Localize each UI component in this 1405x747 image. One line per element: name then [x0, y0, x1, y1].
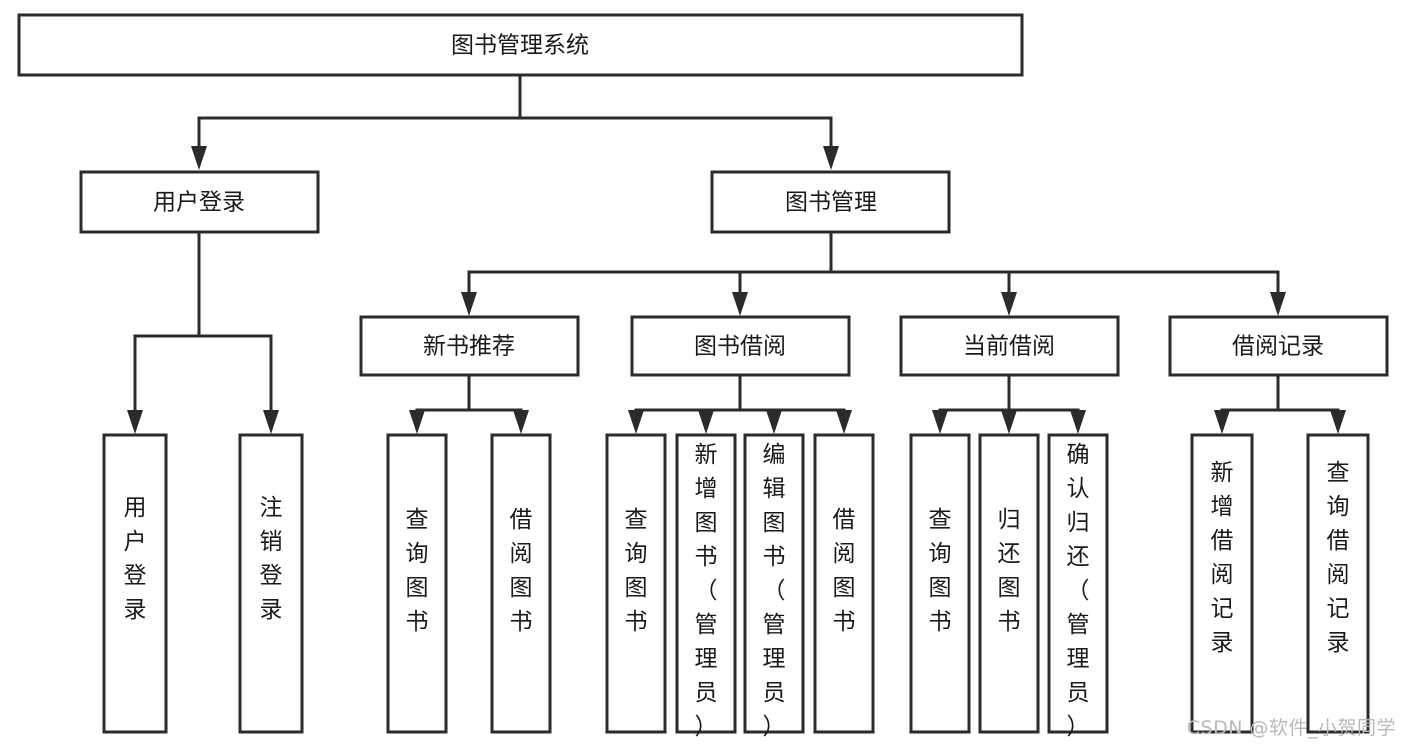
node-leaf-borrow-book-2-box[interactable]	[813, 433, 875, 734]
node-leaf-borrow-book-2-label: 借阅图书	[833, 507, 856, 635]
node-leaf-user-login-box[interactable]	[102, 433, 168, 734]
node-new-book-recommend[interactable]: 新书推荐	[359, 315, 580, 377]
node-current-borrow[interactable]: 当前借阅	[899, 315, 1120, 377]
arrow-head-new-book-recommend	[461, 292, 477, 316]
node-leaf-add-book[interactable]: 新增图书（管理员）	[675, 433, 737, 740]
arrow-head-leaf-edit-book	[766, 410, 782, 434]
arrow-head-user-login	[191, 146, 207, 170]
arrow-head-current-borrow	[1001, 292, 1017, 316]
connector-group-borrow-record	[1214, 374, 1346, 434]
node-user-login-label: 用户登录	[153, 190, 245, 216]
arrow-head-leaf-query-book-3	[932, 410, 948, 434]
node-leaf-add-borrow-record-box[interactable]	[1190, 433, 1254, 734]
node-leaf-query-book-3-box[interactable]	[909, 433, 971, 734]
node-borrow-record[interactable]: 借阅记录	[1168, 315, 1389, 377]
node-leaf-query-book-1-label: 查询图书	[406, 507, 429, 635]
node-leaf-query-book-3-label: 查询图书	[929, 507, 952, 635]
node-leaf-borrow-book-1[interactable]: 借阅图书	[490, 433, 552, 734]
connector-group-book-management	[461, 231, 1286, 316]
node-new-book-recommend-box[interactable]	[359, 315, 580, 377]
node-leaf-add-book-box[interactable]	[675, 433, 737, 734]
node-leaf-edit-book-label: 编辑图书（管理员）	[763, 442, 786, 740]
node-leaf-confirm-return[interactable]: 确认归还（管理员）	[1047, 433, 1109, 740]
connector-group-current-borrow	[932, 374, 1086, 434]
node-book-management-label: 图书管理	[785, 190, 877, 216]
node-leaf-query-borrow-record-label: 查询借阅记录	[1327, 460, 1350, 656]
arrow-head-book-management	[823, 146, 839, 170]
node-borrow-record-label: 借阅记录	[1232, 334, 1324, 360]
arrow-head-leaf-return-book	[1001, 410, 1017, 434]
arrow-head-leaf-query-book-1	[409, 410, 425, 434]
node-borrow-record-box[interactable]	[1168, 315, 1389, 377]
node-book-borrow-label: 图书借阅	[694, 334, 786, 360]
node-leaf-return-book[interactable]: 归还图书	[978, 433, 1040, 734]
arrow-head-leaf-query-book-2	[628, 410, 644, 434]
node-new-book-recommend-label: 新书推荐	[423, 334, 515, 360]
node-leaf-user-login[interactable]: 用户登录	[102, 433, 168, 734]
node-leaf-borrow-book-1-box[interactable]	[490, 433, 552, 734]
node-leaf-query-book-2[interactable]: 查询图书	[605, 433, 667, 734]
node-leaf-query-borrow-record[interactable]: 查询借阅记录	[1306, 433, 1370, 734]
arrow-head-leaf-logout-login	[263, 410, 279, 434]
arrow-head-leaf-confirm-return	[1070, 410, 1086, 434]
connector-group-new-book-recommend	[409, 374, 529, 434]
arrow-head-leaf-borrow-book-2	[836, 410, 852, 434]
arrow-head-leaf-borrow-book-1	[513, 410, 529, 434]
arrow-head-leaf-add-borrow-record	[1214, 410, 1230, 434]
node-leaf-return-book-box[interactable]	[978, 433, 1040, 734]
node-leaf-borrow-book-1-label: 借阅图书	[510, 507, 533, 635]
node-leaf-add-borrow-record-label: 新增借阅记录	[1211, 460, 1234, 656]
node-leaf-logout-login-box[interactable]	[238, 433, 304, 734]
node-leaf-confirm-return-box[interactable]	[1047, 433, 1109, 734]
connector-group-user-login	[127, 231, 279, 434]
node-leaf-edit-book-box[interactable]	[743, 433, 805, 734]
node-root-label: 图书管理系统	[451, 33, 589, 59]
node-leaf-user-login-label: 用户登录	[124, 495, 147, 623]
node-leaf-query-book-1-box[interactable]	[386, 433, 448, 734]
node-leaf-borrow-book-2[interactable]: 借阅图书	[813, 433, 875, 734]
node-leaf-logout-login-label: 注销登录	[260, 495, 283, 623]
arrow-head-book-borrow	[732, 292, 748, 316]
node-leaf-logout-login[interactable]: 注销登录	[238, 433, 304, 734]
node-book-borrow[interactable]: 图书借阅	[630, 315, 851, 377]
node-leaf-query-book-2-label: 查询图书	[625, 507, 648, 635]
node-user-login[interactable]: 用户登录	[79, 170, 320, 234]
node-current-borrow-label: 当前借阅	[963, 334, 1055, 360]
node-current-borrow-box[interactable]	[899, 315, 1120, 377]
node-leaf-return-book-label: 归还图书	[998, 507, 1021, 635]
arrow-head-leaf-user-login	[127, 410, 143, 434]
arrow-head-borrow-record	[1270, 292, 1286, 316]
node-leaf-add-book-label: 新增图书（管理员）	[695, 442, 718, 740]
connector-group-root	[191, 74, 839, 170]
node-root-box[interactable]	[17, 13, 1024, 77]
connector-group-book-borrow	[628, 374, 852, 434]
node-leaf-query-book-1[interactable]: 查询图书	[386, 433, 448, 734]
arrow-head-leaf-add-book	[698, 410, 714, 434]
node-leaf-query-book-3[interactable]: 查询图书	[909, 433, 971, 734]
node-book-management-box[interactable]	[710, 170, 951, 234]
node-leaf-add-borrow-record[interactable]: 新增借阅记录	[1190, 433, 1254, 734]
node-leaf-confirm-return-label: 确认归还（管理员）	[1067, 442, 1090, 740]
node-book-management[interactable]: 图书管理	[710, 170, 951, 234]
node-leaf-edit-book[interactable]: 编辑图书（管理员）	[743, 433, 805, 740]
node-root[interactable]: 图书管理系统	[17, 13, 1024, 77]
node-book-borrow-box[interactable]	[630, 315, 851, 377]
arrow-head-leaf-query-borrow-record	[1330, 410, 1346, 434]
node-leaf-query-book-2-box[interactable]	[605, 433, 667, 734]
node-user-login-box[interactable]	[79, 170, 320, 234]
node-leaf-query-borrow-record-box[interactable]	[1306, 433, 1370, 734]
